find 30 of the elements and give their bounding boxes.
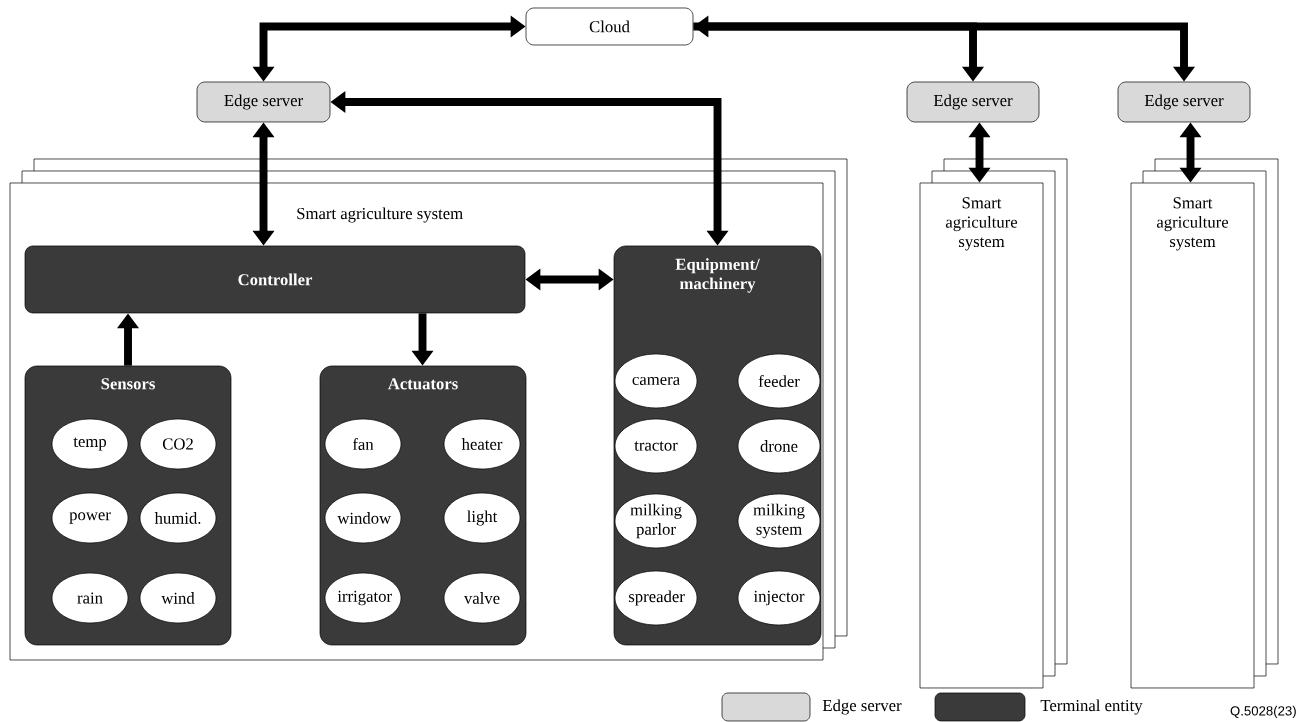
device-oval: milking parlor (614, 493, 698, 549)
device-oval: heater (443, 418, 521, 470)
device-oval: CO2 (139, 418, 217, 470)
device-oval: fan (324, 418, 402, 470)
server-box: Edge server (1117, 81, 1251, 123)
device-oval: feeder (737, 353, 821, 409)
device-oval: temp (51, 418, 129, 470)
device-oval: valve (443, 572, 521, 624)
cloud-box: Cloud (525, 7, 694, 46)
device-oval: injector (737, 570, 821, 626)
device-oval: drone (737, 418, 821, 474)
system-panel: Smart agriculture system (1130, 158, 1279, 689)
server-box: Edge server (906, 81, 1040, 123)
device-oval: wind (139, 572, 217, 624)
device-oval: spreader (614, 570, 698, 626)
device-oval: window (324, 492, 402, 544)
system-panel: Smart agriculture system (919, 158, 1068, 689)
device-oval: humid. (139, 492, 217, 544)
device-oval: rain (51, 572, 129, 624)
device-oval: irrigator (324, 572, 402, 624)
legend-label: Edge server (822, 699, 902, 715)
server-box: Edge server (196, 81, 331, 123)
device-oval: light (443, 492, 521, 544)
figure-number: Q.5028(23) (1230, 705, 1296, 719)
controller-box: Controller (24, 245, 526, 314)
device-oval: power (51, 492, 129, 544)
device-oval: tractor (614, 418, 698, 474)
legend-label: Terminal entity (1040, 699, 1143, 715)
device-oval: milking system (737, 493, 821, 549)
device-oval: camera (614, 353, 698, 409)
